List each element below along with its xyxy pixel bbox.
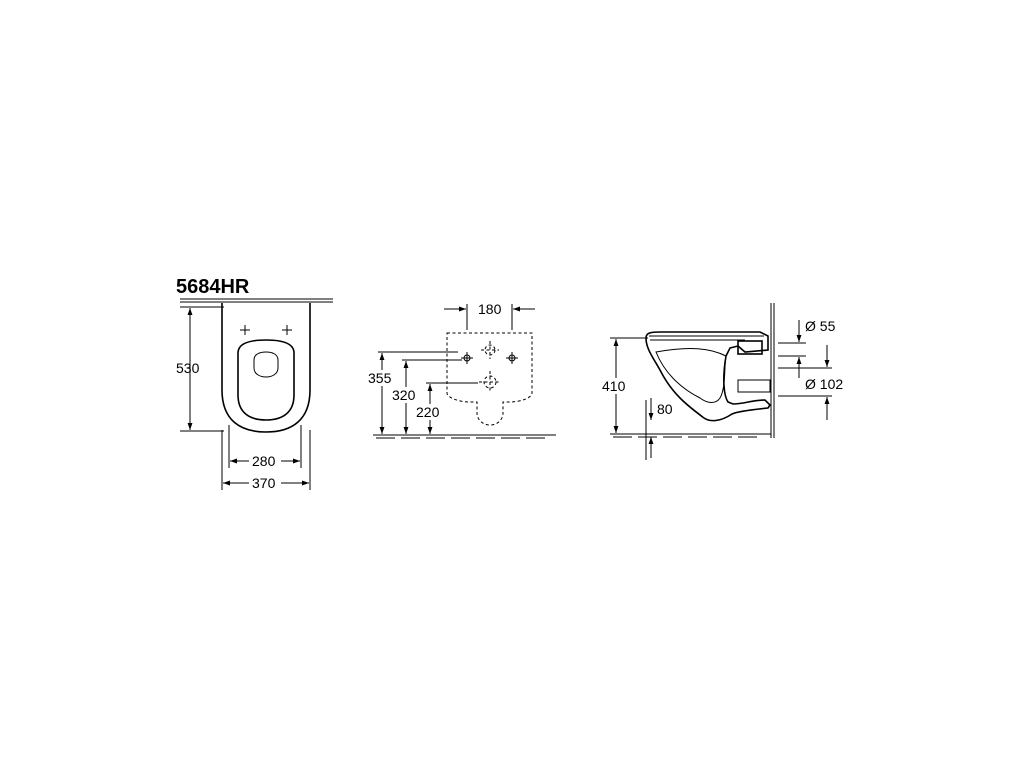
seat-fixing-crosses xyxy=(240,325,292,335)
offset-label: 80 xyxy=(657,401,673,417)
side-height-label: 410 xyxy=(602,378,626,394)
model-label: 5684HR xyxy=(176,276,250,298)
outlet-connector xyxy=(737,379,771,393)
height-355-label: 355 xyxy=(368,370,392,386)
bowl-rim xyxy=(253,351,279,378)
height-label: 530 xyxy=(176,360,200,376)
bowl-side-profile xyxy=(645,331,772,422)
bowl-trap xyxy=(655,348,727,403)
inlet-connector xyxy=(737,340,763,355)
side-view: 410 80 Ø 55 Ø 102 xyxy=(601,303,843,460)
bowl-dashed-outline xyxy=(446,332,533,426)
fixing-holes xyxy=(461,341,518,393)
hole-spacing-label: 180 xyxy=(478,301,502,317)
height-320-label: 320 xyxy=(392,387,416,403)
pipe-small-label: Ø 55 xyxy=(805,318,836,334)
pipe-large-label: Ø 102 xyxy=(805,376,843,392)
inner-width-label: 280 xyxy=(252,453,276,469)
height-220-label: 220 xyxy=(416,404,440,420)
bowl-inner xyxy=(237,339,295,421)
bowl-outline xyxy=(221,303,311,433)
top-view: 530 280 370 xyxy=(176,298,333,491)
wall-view: 180 355 320 220 xyxy=(367,301,556,439)
outer-width-label: 370 xyxy=(252,475,276,491)
